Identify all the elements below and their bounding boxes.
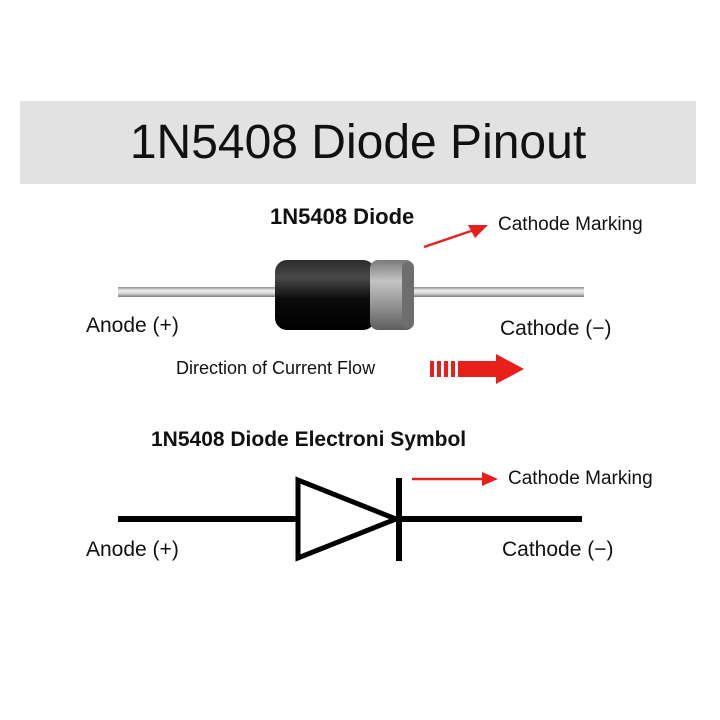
cathode-band-end [402,262,414,328]
symbol-cathode-marking-arrow-icon [412,472,498,486]
diode-body [275,260,375,330]
symbol-anode-label: Anode (+) [86,538,179,561]
cathode-marking-label: Cathode Marking [498,214,643,235]
anode-lead [118,287,278,297]
cathode-marking-arrow-icon [423,225,488,249]
cathode-label: Cathode (−) [500,317,612,340]
diode-heading: 1N5408 Diode [270,204,415,229]
diode-schematic-symbol [118,476,582,562]
anode-label: Anode (+) [86,314,179,337]
diode-triangle-icon [295,476,403,562]
cathode-lead [412,287,584,297]
page-title: 1N5408 Diode Pinout [129,116,587,169]
symbol-cathode-label: Cathode (−) [502,538,614,561]
current-flow-label: Direction of Current Flow [176,358,376,378]
title-banner: 1N5408 Diode Pinout [20,101,696,184]
symbol-heading: 1N5408 Diode Electroni Symbol [151,428,467,451]
symbol-cathode-marking-label: Cathode Marking [508,468,653,489]
diode-component [118,260,584,330]
current-flow-arrow-icon [430,354,524,384]
